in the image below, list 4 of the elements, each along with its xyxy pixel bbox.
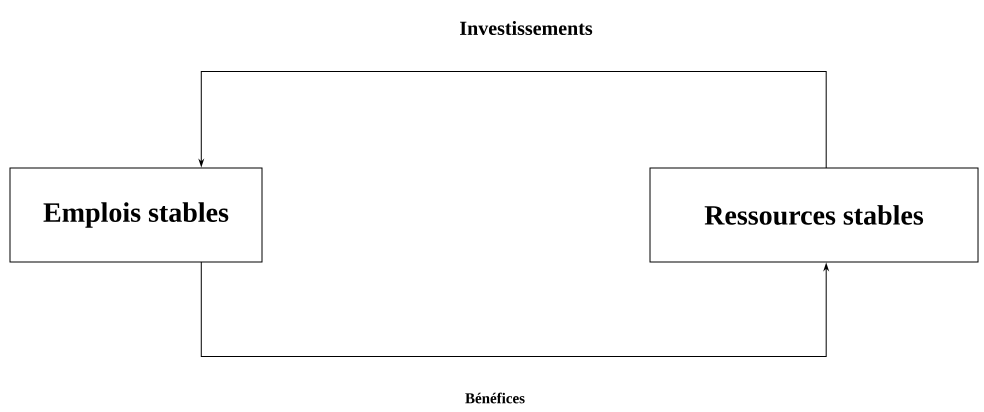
- box: Ressources stables: [650, 168, 979, 262]
- box: Emplois stables: [10, 168, 262, 262]
- edge-label: Investissements: [460, 20, 592, 36]
- edge-label: Bénéfices: [465, 392, 525, 404]
